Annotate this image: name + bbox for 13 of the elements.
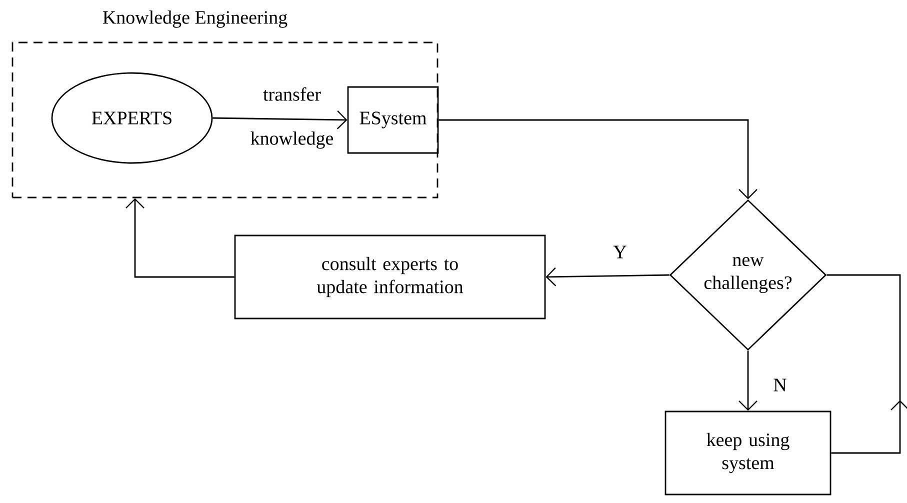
edge-label: N	[774, 378, 786, 392]
arrow	[438, 119, 758, 200]
arrow	[546, 267, 670, 286]
ellipse-node: EXPERTS	[51, 72, 213, 164]
edge-label: Y	[613, 246, 626, 258]
edge-label: transfer knowledge	[250, 87, 334, 149]
process-box: ESystem	[347, 86, 439, 154]
process-box: consult experts to update information	[234, 234, 546, 320]
process-box: keep using system	[664, 410, 832, 496]
node-label: Knowledge Engineering	[102, 10, 288, 28]
arrow	[738, 350, 758, 411]
arrow	[212, 110, 348, 130]
arrow	[126, 198, 234, 278]
